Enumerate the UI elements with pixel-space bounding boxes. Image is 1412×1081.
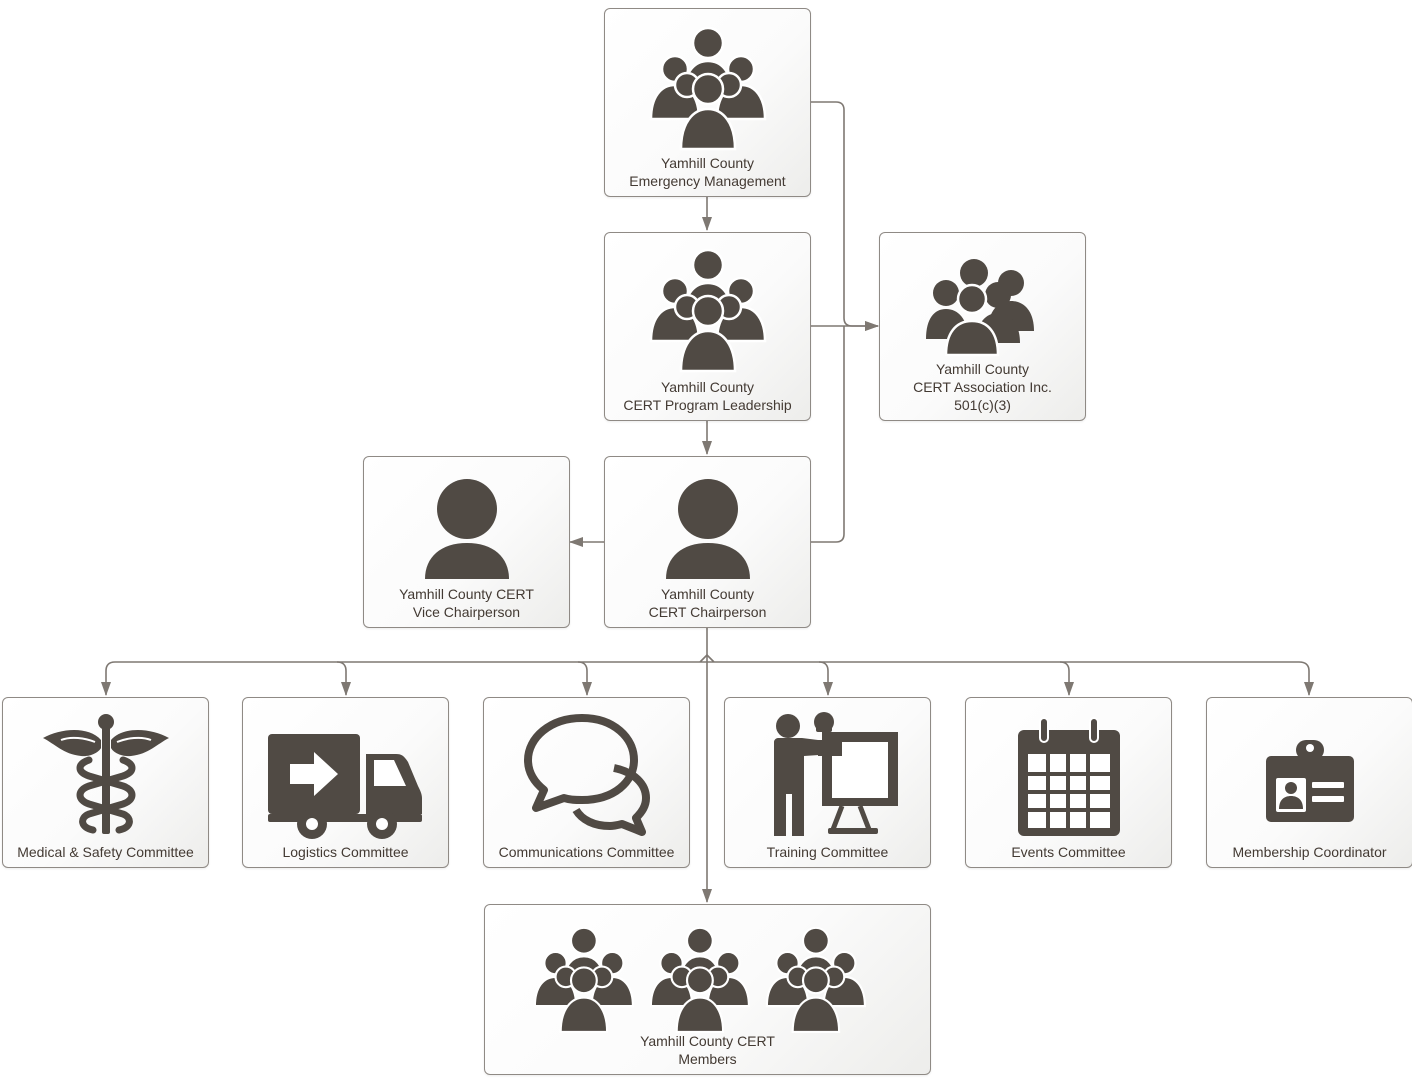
node-label: Logistics Committee (282, 844, 409, 860)
node-label: Yamhill County CERT Chairperson (648, 586, 767, 620)
group-icon (649, 249, 766, 373)
node-cert-association[interactable]: Yamhill County CERT Association Inc. 501… (879, 232, 1086, 421)
edge-to-membership (1298, 661, 1314, 696)
calendar-icon (1017, 717, 1120, 836)
node-label: Communications Committee (498, 844, 675, 860)
node-events-committee[interactable]: Events Committee (965, 697, 1172, 868)
node-label: Yamhill County CERT Association Inc. 501… (913, 361, 1052, 413)
group-icon (649, 27, 766, 151)
node-vice-chairperson[interactable]: Yamhill County CERT Vice Chairperson (363, 456, 570, 628)
node-label: Medical & Safety Committee (17, 844, 194, 860)
edge-to-events (1059, 661, 1074, 696)
node-medical-safety-committee[interactable]: Medical & Safety Committee (2, 697, 209, 868)
speech-bubbles-icon (523, 714, 650, 836)
crowd-icon (533, 927, 866, 1033)
node-label: Events Committee (1011, 844, 1126, 860)
node-cert-program-leadership[interactable]: Yamhill County CERT Program Leadership (604, 232, 811, 421)
node-label: Yamhill County CERT Vice Chairperson (399, 586, 534, 620)
caduceus-icon (42, 714, 169, 834)
edge-to-logistics (336, 661, 351, 696)
id-badge-icon (1265, 740, 1354, 822)
node-label: Yamhill County CERT Members (640, 1033, 775, 1067)
node-label: Yamhill County Emergency Management (629, 155, 786, 189)
delivery-truck-icon (267, 734, 422, 839)
edge-em-to-association (811, 101, 879, 331)
node-label: Yamhill County CERT Program Leadership (623, 379, 792, 413)
node-label: Training Committee (766, 844, 889, 860)
node-emergency-management[interactable]: Yamhill County Emergency Management (604, 8, 811, 197)
node-training-committee[interactable]: Training Committee (724, 697, 931, 868)
person-icon (424, 479, 509, 579)
edge-to-communications (577, 661, 592, 696)
node-label: Membership Coordinator (1232, 844, 1387, 860)
edge-to-training (818, 661, 833, 696)
presenter-board-icon (773, 712, 898, 836)
node-communications-committee[interactable]: Communications Committee (483, 697, 690, 868)
node-chairperson[interactable]: Yamhill County CERT Chairperson (604, 456, 811, 628)
node-cert-members[interactable]: Yamhill County CERT Members (484, 904, 931, 1075)
edge-chair-to-association (811, 326, 845, 543)
person-icon (665, 479, 750, 579)
edge-to-medical (101, 661, 116, 696)
node-membership-coordinator[interactable]: Membership Coordinator (1206, 697, 1412, 868)
node-logistics-committee[interactable]: Logistics Committee (242, 697, 449, 868)
group-icon (925, 259, 1034, 357)
